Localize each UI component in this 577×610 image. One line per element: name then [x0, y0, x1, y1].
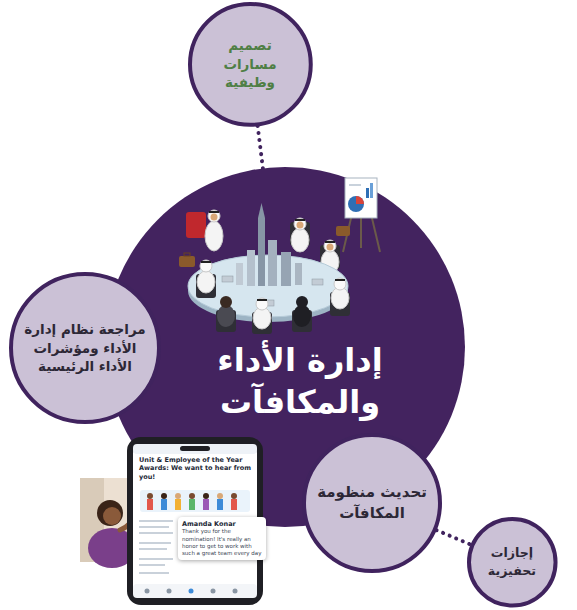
nav-icons	[145, 589, 238, 594]
dotted-connector	[437, 530, 471, 544]
topic-circle: تحديث منظومة المكافآت	[302, 433, 442, 573]
people-banner	[140, 490, 250, 512]
topic-text: تحديث منظومة المكافآت	[316, 482, 428, 524]
topic-circle: إجازات تحفيزية	[467, 517, 558, 608]
topic-circle-shape	[469, 519, 556, 606]
dotted-connector	[258, 126, 263, 168]
topic-text: مراجعة نظام إدارة الأداء ومؤشرات الأداء …	[24, 320, 146, 377]
flipchart	[343, 178, 380, 252]
commenter-name: Amanda Konar	[182, 520, 262, 528]
topic-circle: تصميم مسارات وظيفية	[188, 2, 313, 127]
post-heading: Unit & Employee of the Year Awards: We w…	[139, 456, 251, 481]
meeting-people	[196, 260, 350, 334]
hub-title: إدارة الأداء والمكافآت	[175, 340, 425, 423]
circle-outline	[302, 433, 442, 573]
topic-text: تصميم مسارات وظيفية	[200, 36, 300, 93]
text-placeholder-lines	[139, 520, 173, 574]
comment-card: Amanda Konar Thank you for the nominatio…	[178, 517, 266, 560]
topic-text: إجازات تحفيزية	[476, 544, 548, 579]
topic-circle-shape	[190, 4, 311, 125]
topic-circle-shape	[304, 435, 440, 571]
topic-circle: مراجعة نظام إدارة الأداء ومؤشرات الأداء …	[9, 272, 161, 424]
circle-outline	[467, 517, 558, 608]
comment-text: Thank you for the nomination! It's reall…	[182, 528, 262, 557]
topic-circle-shape	[11, 274, 159, 422]
meeting-table	[188, 203, 348, 322]
